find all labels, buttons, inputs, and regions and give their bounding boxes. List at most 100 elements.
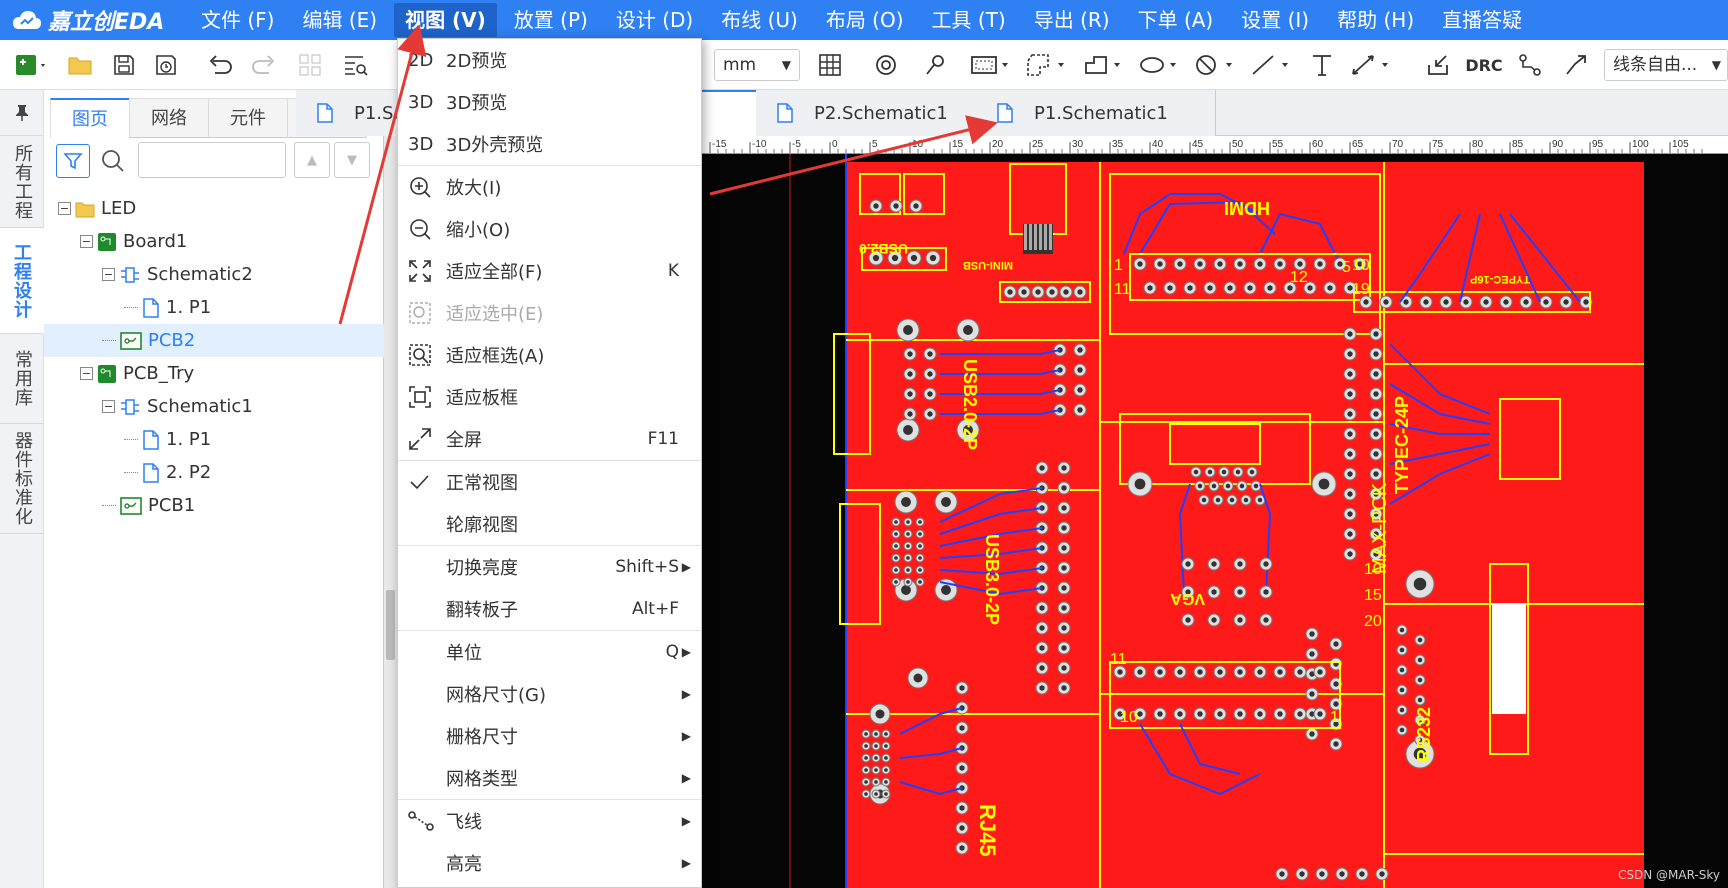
track (939, 547, 1043, 559)
pin-panel-button[interactable] (0, 90, 43, 136)
redo-button[interactable] (244, 40, 284, 90)
sidebar-tab-1[interactable]: 工程设计 (0, 228, 44, 334)
typec24-label: TYPEC-24P (1392, 396, 1412, 494)
menu-item-1[interactable]: 编辑 (E) (302, 8, 378, 32)
tree-item-page[interactable]: 1. P1 (44, 291, 384, 324)
line-button[interactable] (1246, 40, 1298, 90)
unit-select[interactable]: mm▼ (714, 49, 800, 81)
tree-item-page[interactable]: 1. P1 (44, 423, 384, 456)
tree-item-page[interactable]: 2. P2 (44, 456, 384, 489)
prev-result-button[interactable]: ▲ (294, 142, 330, 178)
ellipse-button[interactable] (1134, 40, 1186, 90)
pin-number-label: 15 (1364, 587, 1382, 604)
view-menu-item-5[interactable]: 适应全部(F)K (398, 250, 701, 292)
view-menu-item-16[interactable]: 栅格尺寸▶ (398, 715, 701, 757)
tree-item-pcb[interactable]: PCB1 (44, 489, 384, 522)
pcb-canvas[interactable]: USB2.0 MINI-USB HDMI TYPEC-16P USB2.0-2P… (700, 154, 1728, 888)
menu-item-9[interactable]: 下单 (A) (1137, 8, 1214, 32)
drc-button[interactable]: DRC (1462, 40, 1506, 90)
new-project-button[interactable] (8, 40, 54, 90)
pad-button[interactable] (918, 40, 954, 90)
tree-expander[interactable]: − (80, 235, 93, 248)
undo-button[interactable] (200, 40, 240, 90)
view-menu-item-11[interactable]: 轮廓视图 (398, 503, 701, 545)
route-mode-select[interactable]: 线条自由...▼ (1604, 49, 1728, 81)
panel-tab-2[interactable]: 元件 (208, 98, 288, 138)
sidebar-tab-0[interactable]: 所有工程 (0, 136, 44, 228)
tree-expander[interactable]: − (58, 202, 71, 215)
single-route-button[interactable] (1556, 40, 1596, 90)
view-menu-item-8[interactable]: 适应板框 (398, 376, 701, 418)
doc-tab-2[interactable]: P2.Schematic1 (756, 90, 996, 136)
pad-hole (1277, 261, 1283, 267)
pad-hole (927, 411, 933, 417)
list-search-button[interactable] (336, 40, 376, 90)
tree-item-board[interactable]: −Board1 (44, 225, 384, 258)
tree-item-schematic[interactable]: −Schematic1 (44, 390, 384, 423)
grid-layout-button[interactable] (290, 40, 330, 90)
view-menu-item-18[interactable]: 飞线▶ (398, 800, 701, 842)
panel-tab-1[interactable]: 网络 (129, 98, 209, 138)
menu-item-2[interactable]: 视图 (V) (394, 3, 497, 37)
text-button[interactable] (1302, 40, 1342, 90)
region-button[interactable] (1022, 40, 1074, 90)
menu-item-6[interactable]: 布局 (O) (825, 8, 904, 32)
view-menu-item-17[interactable]: 网格类型▶ (398, 757, 701, 799)
view-menu-item-4[interactable]: 缩小(O) (398, 208, 701, 250)
tree-item-board[interactable]: −PCB_Try (44, 357, 384, 390)
menu-item-3[interactable]: 放置 (P) (513, 8, 588, 32)
view-menu-label: 单位 (446, 643, 482, 664)
ruler-tick-label: 95 (1592, 139, 1604, 150)
grid-toggle-button[interactable] (810, 40, 850, 90)
ruler-tick-label: 35 (1112, 139, 1124, 150)
search-input[interactable] (138, 142, 286, 178)
view-menu-label: 适应选中(E) (446, 304, 544, 325)
panel-splitter[interactable] (384, 90, 398, 888)
tree-item-pcb[interactable]: PCB2 (44, 324, 384, 357)
filter-button[interactable] (56, 144, 90, 178)
menu-item-0[interactable]: 文件 (F) (201, 8, 275, 32)
menu-item-12[interactable]: 直播答疑 (1442, 8, 1523, 32)
dimension-button[interactable] (1346, 40, 1398, 90)
tree-item-schematic[interactable]: −Schematic2 (44, 258, 384, 291)
panel-tab-0[interactable]: 图页 (50, 98, 130, 138)
menu-item-5[interactable]: 布线 (U) (721, 8, 798, 32)
no-entry-button[interactable] (1190, 40, 1242, 90)
view-menu-item-15[interactable]: 网格尺寸(G)▶ (398, 673, 701, 715)
menu-item-10[interactable]: 设置 (I) (1241, 8, 1310, 32)
sidebar-tab-2[interactable]: 常用库 (0, 334, 44, 424)
save-version-button[interactable] (146, 40, 186, 90)
view-menu-item-6[interactable]: 适应选中(E) (398, 292, 701, 334)
menu-item-8[interactable]: 导出 (R) (1033, 8, 1110, 32)
board-outline-button[interactable] (966, 40, 1018, 90)
view-menu-item-19[interactable]: 高亮▶ (398, 842, 701, 884)
tree-expander[interactable]: − (102, 268, 115, 281)
view-menu-item-7[interactable]: 适应框选(A) (398, 334, 701, 376)
via-button[interactable] (868, 40, 904, 90)
view-menu-item-3[interactable]: 放大(I) (398, 166, 701, 208)
next-result-button[interactable]: ▼ (334, 142, 370, 178)
open-folder-button[interactable] (60, 40, 100, 90)
tree-expander[interactable]: − (80, 367, 93, 380)
splitter-handle[interactable] (386, 590, 395, 660)
menu-item-7[interactable]: 工具 (T) (931, 8, 1006, 32)
menu-item-4[interactable]: 设计 (D) (615, 8, 694, 32)
tree-expander[interactable]: − (102, 400, 115, 413)
tree-item-folder[interactable]: −LED (44, 192, 384, 225)
pad-hole (884, 792, 888, 796)
polygon-button[interactable] (1078, 40, 1130, 90)
import-changes-button[interactable] (1418, 40, 1458, 90)
doc-tab-3[interactable]: P1.Schematic1 (976, 90, 1216, 136)
sidebar-tab-3[interactable]: 器件标准化 (0, 424, 44, 534)
save-button[interactable] (104, 40, 144, 90)
route-button[interactable] (1510, 40, 1550, 90)
menu-item-11[interactable]: 帮助 (H) (1337, 8, 1415, 32)
view-menu-item-10[interactable]: 正常视图 (398, 461, 701, 503)
